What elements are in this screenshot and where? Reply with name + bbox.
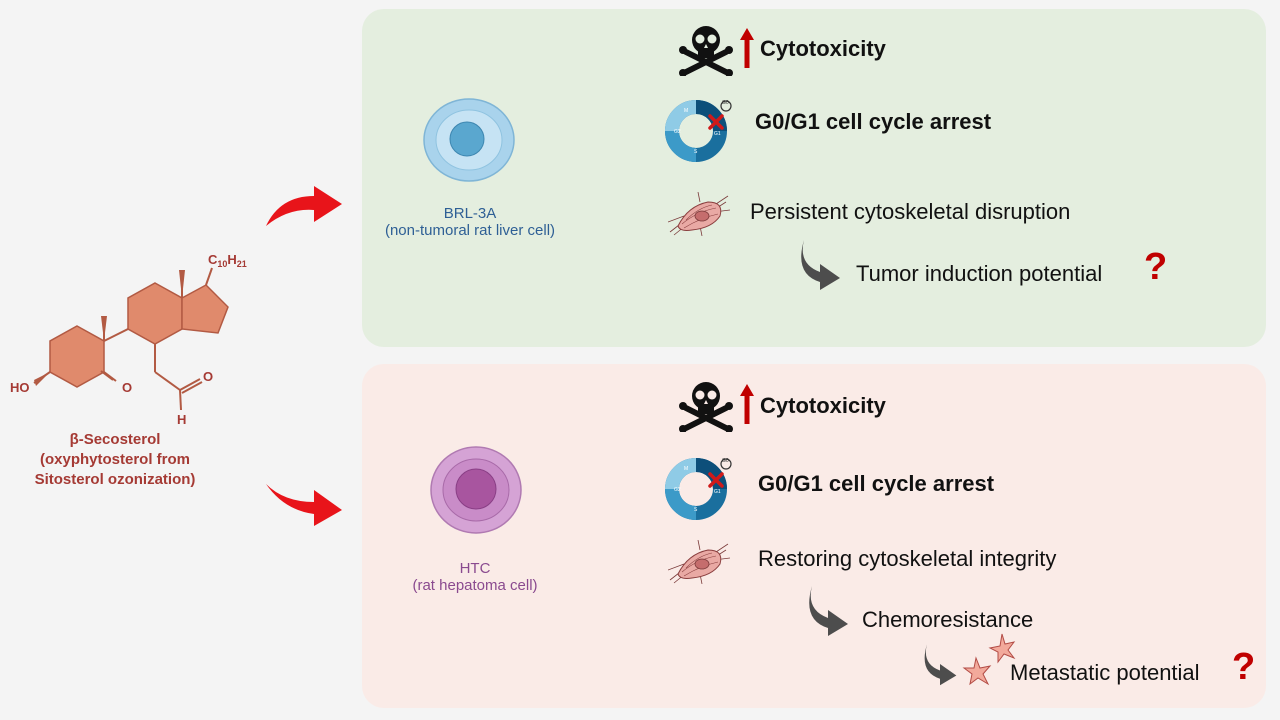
cytoskeleton-text: Persistent cytoskeletal disruption	[750, 199, 1071, 224]
brl-3a-label: BRL-3A (non-tumoral rat liver cell)	[384, 205, 556, 239]
increase-arrow-icon	[740, 28, 754, 68]
cytoskeleton-cell-icon	[668, 192, 730, 236]
cycle-g2-label: G2	[674, 129, 681, 135]
red-arrow-down-icon	[266, 484, 342, 526]
question-mark-icon: ?	[1144, 246, 1168, 288]
ring-d	[181, 284, 229, 334]
hydroxyl-label: HO	[10, 380, 30, 395]
htc-panel	[362, 364, 1266, 708]
htc-label: HTC (rat hepatoma cell)	[412, 560, 538, 594]
htc-cell-icon	[430, 446, 522, 534]
cytoskeleton-cell-icon	[668, 540, 730, 584]
skull-crossbones-icon	[679, 382, 733, 432]
curved-arrow-icon	[924, 644, 957, 686]
cycle-g2-label: G2	[674, 487, 681, 493]
cycle-s-label: S	[694, 149, 698, 155]
cytotoxicity-text: Cytotoxicity	[760, 393, 886, 418]
red-arrow-up-icon	[266, 186, 342, 226]
tumor-induction-text: Tumor induction potential	[856, 261, 1103, 286]
cell-cycle-icon: G0 G1 S G2 M	[665, 458, 732, 520]
cell-cycle-arrest-text: G0/G1 cell cycle arrest	[758, 471, 995, 496]
aldehyde-hydrogen-label: H	[177, 412, 186, 427]
ring-a	[49, 325, 105, 388]
cycle-g1-label: G1	[714, 489, 721, 495]
beta-secosterol-structure: C10H21 HO O O H	[10, 252, 247, 427]
aldehyde-oxygen-label: O	[203, 369, 213, 384]
ketone-oxygen-label: O	[122, 380, 132, 395]
cell-cycle-arrest-text: G0/G1 cell cycle arrest	[755, 109, 992, 134]
cycle-g0-label: G0	[722, 100, 729, 106]
brl-3a-cell-icon	[423, 98, 515, 182]
cell-cycle-icon: G0 G1 S G2 M	[665, 100, 732, 162]
metastasis-stars-icon	[962, 633, 1016, 686]
cycle-g0-label: G0	[722, 458, 729, 464]
cycle-m-label: M	[684, 108, 688, 114]
cycle-m-label: M	[684, 466, 688, 472]
cytoskeleton-text: Restoring cytoskeletal integrity	[758, 546, 1057, 571]
cycle-g1-label: G1	[714, 131, 721, 137]
ring-c	[127, 282, 183, 345]
formula-c10h21: C10H21	[208, 252, 247, 269]
cytotoxicity-text: Cytotoxicity	[760, 36, 886, 61]
cycle-s-label: S	[694, 507, 698, 513]
compound-label: β-Secosterol (oxyphytosterol from Sitost…	[34, 431, 196, 488]
question-mark-icon: ?	[1232, 646, 1256, 688]
metastatic-potential-text: Metastatic potential	[1010, 660, 1200, 685]
curved-arrow-icon	[801, 240, 840, 290]
increase-arrow-icon	[740, 384, 754, 424]
brl-3a-panel	[362, 9, 1266, 347]
chemoresistance-text: Chemoresistance	[862, 607, 1034, 632]
curved-arrow-icon	[809, 586, 848, 636]
skull-crossbones-icon	[679, 26, 733, 76]
